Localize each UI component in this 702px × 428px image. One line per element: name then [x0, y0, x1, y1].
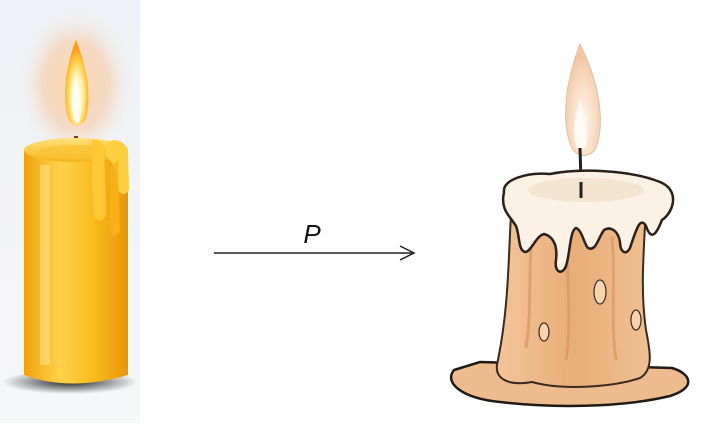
- lit-candle-icon: [0, 0, 140, 423]
- melted-candle-icon: [440, 30, 702, 423]
- process-arrow: P: [212, 215, 422, 265]
- lit-candle-panel: [0, 0, 140, 423]
- melted-candle-panel: [440, 30, 702, 423]
- right-arrow-icon: [212, 215, 422, 265]
